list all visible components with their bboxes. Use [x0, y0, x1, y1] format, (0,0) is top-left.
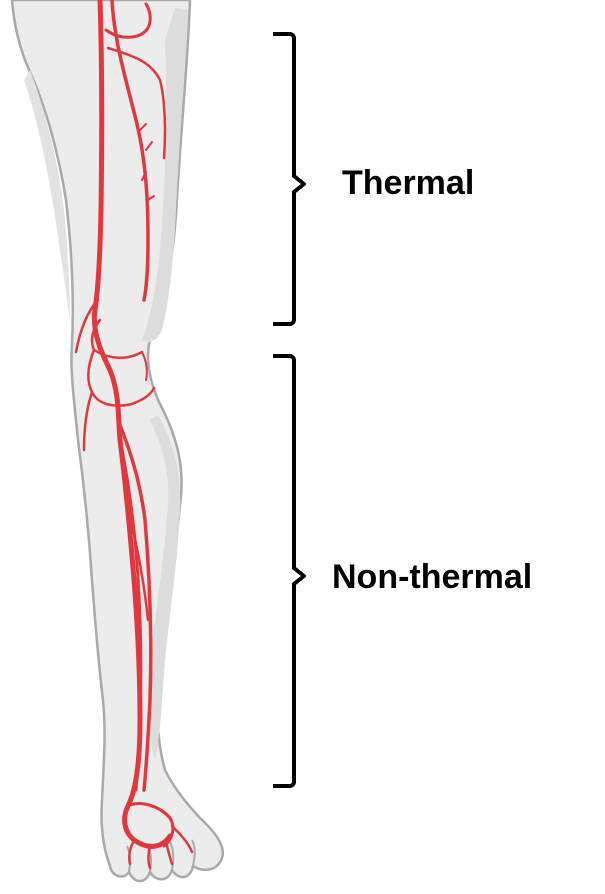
segment-brackets	[275, 34, 304, 786]
label-non-thermal: Non-thermal	[332, 560, 532, 594]
bracket-lower	[275, 356, 304, 786]
leg-illustration	[12, 0, 223, 881]
bracket-upper	[275, 34, 304, 324]
label-thermal: Thermal	[342, 166, 474, 200]
